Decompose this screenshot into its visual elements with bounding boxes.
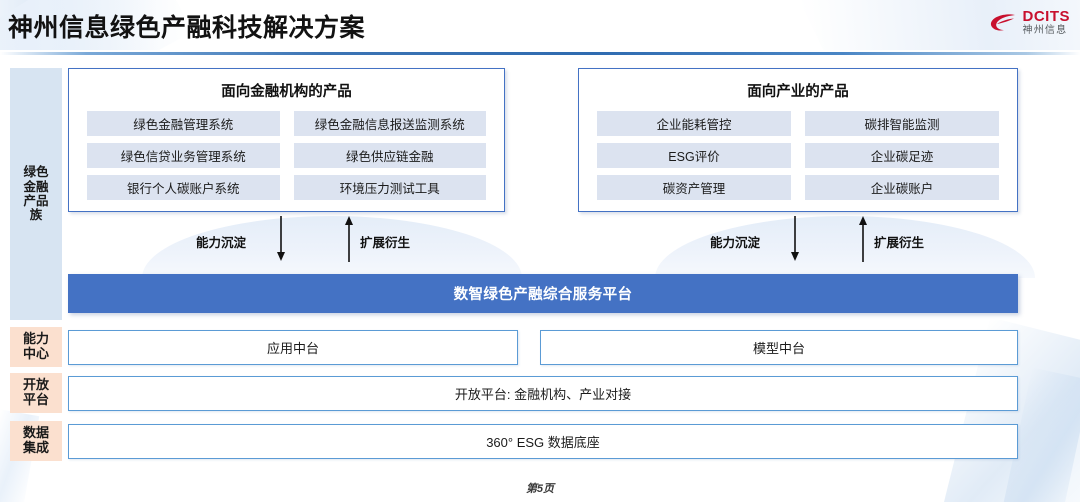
box-open-platform-row[interactable]: 开放平台: 金融机构、产业对接 <box>68 376 1018 411</box>
flow-label-left-up: 扩展衍生 <box>360 236 411 250</box>
sidebar-item-open-platform[interactable]: 开放平台 <box>10 373 62 413</box>
product-item[interactable]: 环境压力测试工具 <box>293 175 486 200</box>
company-logo: DCITS 神州信息 <box>988 9 1071 36</box>
product-item[interactable]: 碳排智能监测 <box>805 111 999 136</box>
slide-header: 神州信息绿色产融科技解决方案 DCITS 神州信息 <box>0 0 1080 50</box>
box-model-midend[interactable]: 模型中台 <box>540 330 1018 365</box>
box-label: 开放平台: 金融机构、产业对接 <box>454 387 632 402</box>
panel-industry-products: 面向产业的产品 企业能耗管控 碳排智能监测 ESG评价 企业碳足迹 碳资产管理 … <box>578 68 1018 212</box>
page-number: 第5页 <box>525 483 555 495</box>
product-item[interactable]: 碳资产管理 <box>597 175 791 200</box>
header-divider <box>0 52 1080 55</box>
arrow-up-icon-left <box>343 216 355 262</box>
sidebar-label-text: 绿色金融产品族 <box>23 165 49 223</box>
sidebar-item-ability-center[interactable]: 能力中心 <box>10 327 62 367</box>
sidebar-label-text: 能力中心 <box>22 331 49 361</box>
logo-en-label: DCITS <box>1022 8 1070 25</box>
sidebar-item-green-finance-family[interactable]: 绿色金融产品族 <box>10 68 62 320</box>
product-item[interactable]: 企业碳账户 <box>805 175 999 200</box>
box-app-midend[interactable]: 应用中台 <box>68 330 518 365</box>
box-data-foundation-row[interactable]: 360° ESG 数据底座 <box>68 424 1018 459</box>
dcits-swirl-logo-icon <box>988 11 1018 35</box>
flow-label-right-down: 能力沉淀 <box>710 236 761 250</box>
product-item[interactable]: 企业能耗管控 <box>597 111 791 136</box>
sidebar-label-text: 数据集成 <box>22 425 49 455</box>
panel-title: 面向金融机构的产品 <box>221 84 352 100</box>
sidebar-label-text: 开放平台 <box>22 377 49 407</box>
product-item[interactable]: 企业碳足迹 <box>805 143 999 168</box>
product-item[interactable]: 绿色信贷业务管理系统 <box>87 143 280 168</box>
flow-label-left-down: 能力沉淀 <box>196 236 247 250</box>
product-item[interactable]: 绿色供应链金融 <box>293 143 486 168</box>
product-grid: 绿色金融管理系统 绿色金融信息报送监测系统 绿色信贷业务管理系统 绿色供应链金融… <box>87 111 486 200</box>
logo-text: DCITS 神州信息 <box>1023 9 1071 36</box>
product-item[interactable]: 绿色金融信息报送监测系统 <box>293 111 486 136</box>
platform-bar-label: 数智绿色产融综合服务平台 <box>453 287 633 303</box>
platform-bar[interactable]: 数智绿色产融综合服务平台 <box>68 274 1018 313</box>
arrow-down-icon-right <box>789 216 801 262</box>
box-label: 360° ESG 数据底座 <box>486 435 600 450</box>
sidebar-item-data-integration[interactable]: 数据集成 <box>10 421 62 461</box>
product-grid: 企业能耗管控 碳排智能监测 ESG评价 企业碳足迹 碳资产管理 企业碳账户 <box>597 111 999 200</box>
flow-label-right-up: 扩展衍生 <box>874 236 925 250</box>
arrow-up-icon-right <box>857 216 869 262</box>
box-label: 应用中台 <box>266 341 319 356</box>
box-label: 模型中台 <box>752 341 805 356</box>
panel-financial-institution-products: 面向金融机构的产品 绿色金融管理系统 绿色金融信息报送监测系统 绿色信贷业务管理… <box>68 68 505 212</box>
panel-title: 面向产业的产品 <box>747 84 849 100</box>
page-title: 神州信息绿色产融科技解决方案 <box>8 14 366 42</box>
product-item[interactable]: 银行个人碳账户系统 <box>87 175 280 200</box>
product-item[interactable]: ESG评价 <box>597 143 791 168</box>
logo-cn-label: 神州信息 <box>1022 25 1068 36</box>
product-item[interactable]: 绿色金融管理系统 <box>87 111 280 136</box>
arrow-down-icon-left <box>275 216 287 262</box>
